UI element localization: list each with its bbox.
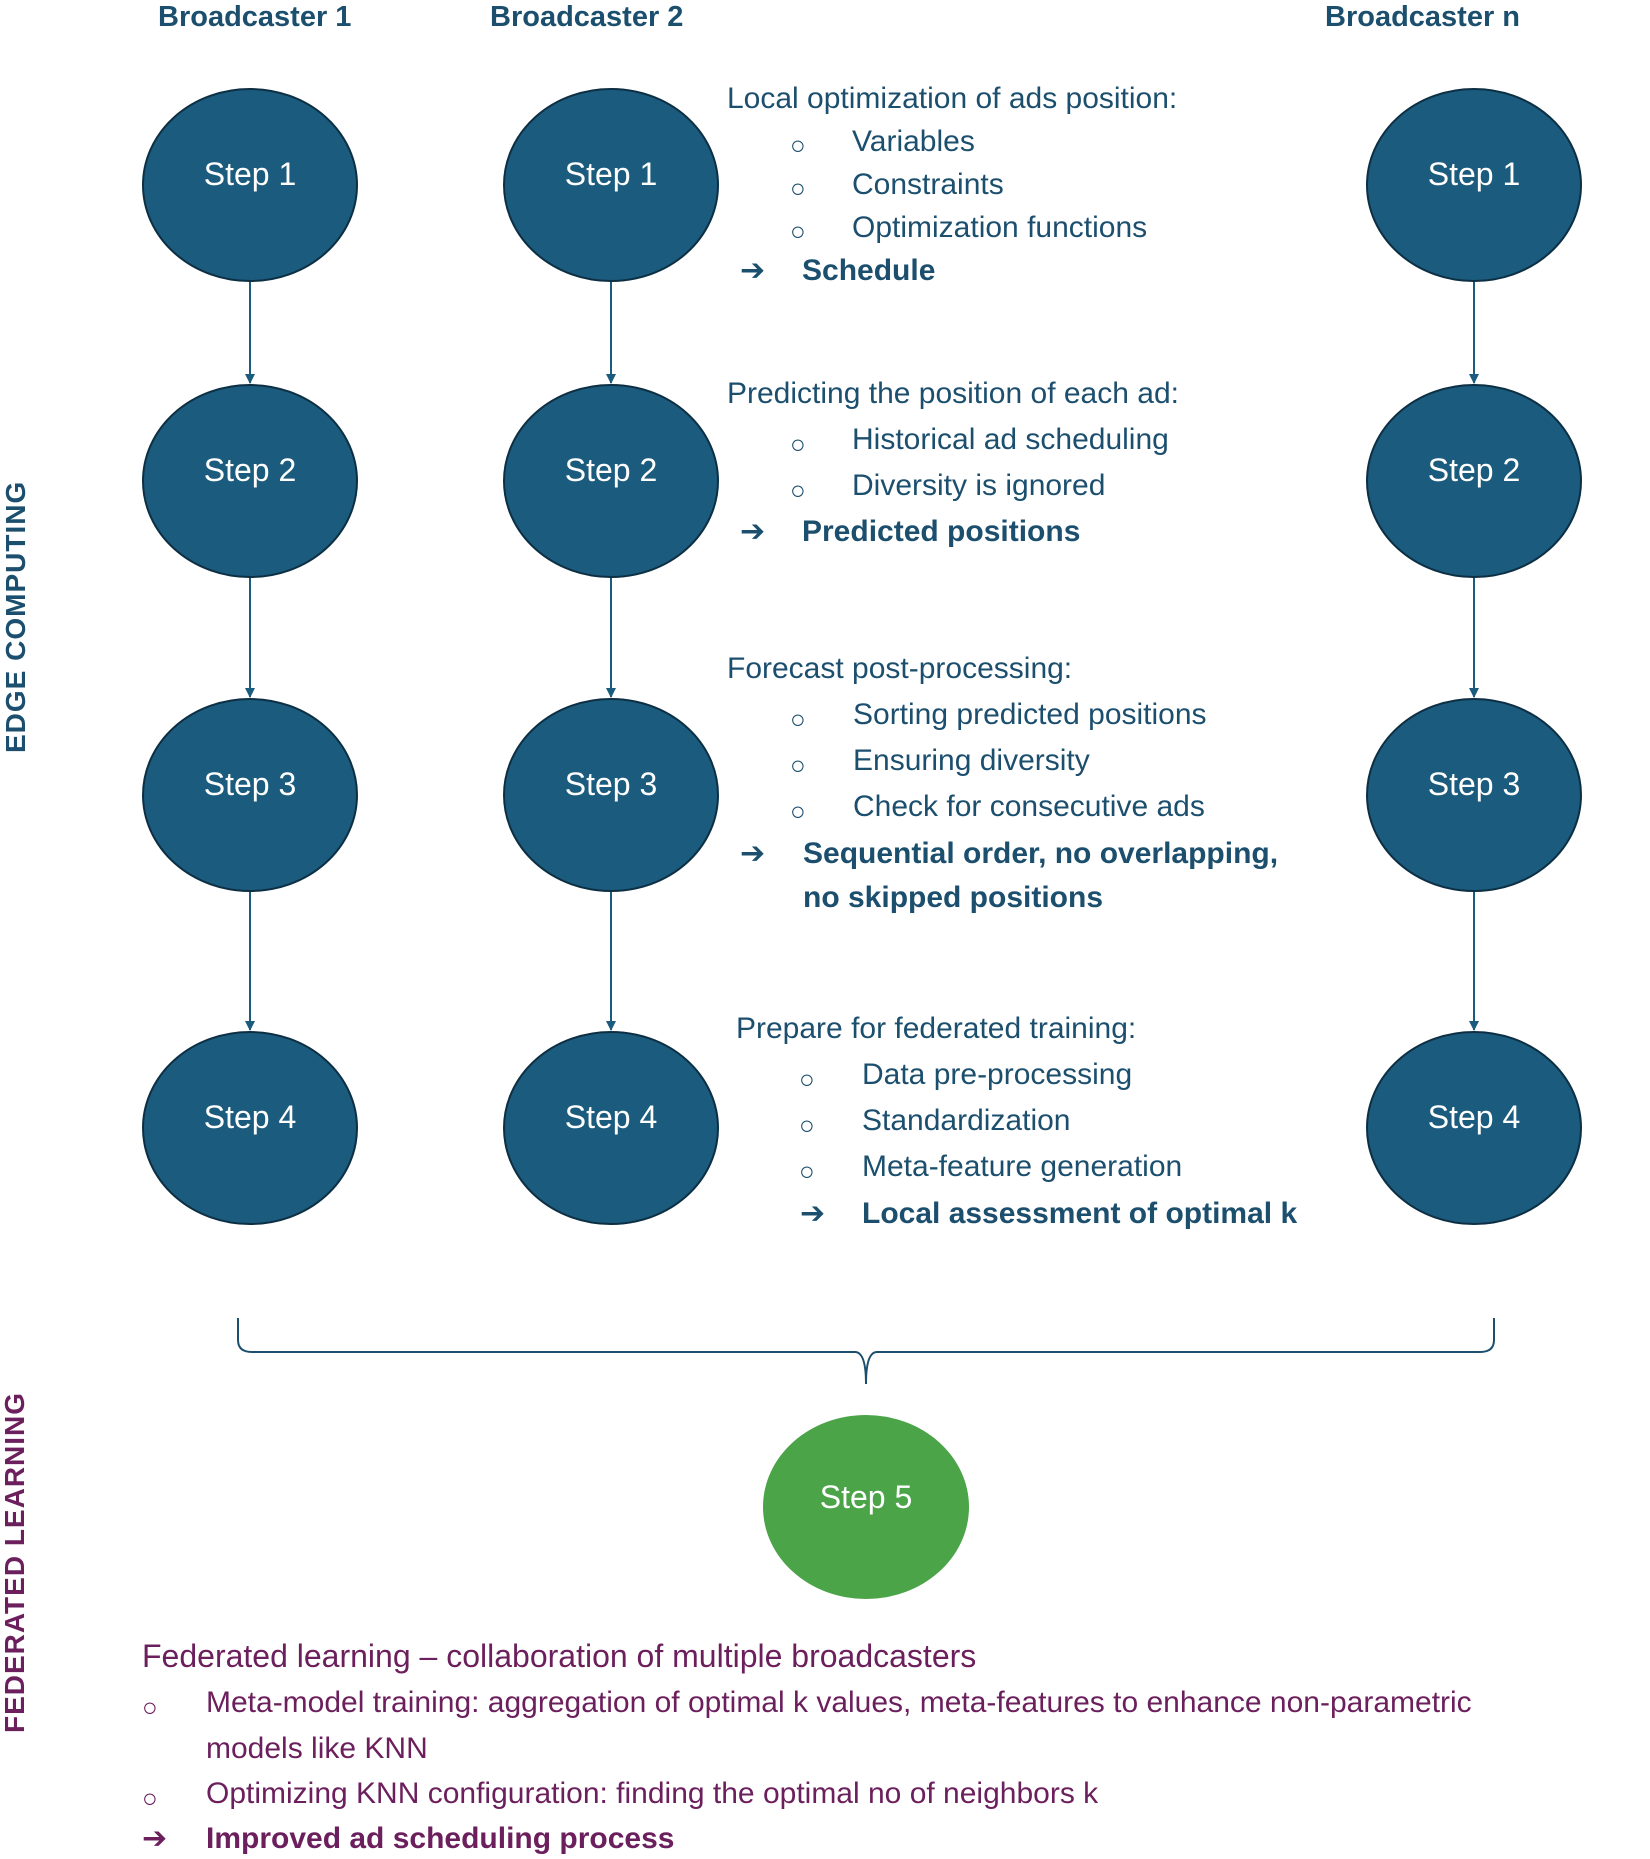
arrow-icon: ➔ — [740, 837, 766, 870]
side-label-edge-computing: EDGE COMPUTING — [0, 480, 31, 753]
block1-item: Variables — [852, 125, 975, 158]
arrow-icon: ➔ — [142, 1822, 168, 1855]
bullet-icon: ○ — [790, 475, 806, 505]
step-node-label: Step 4 — [203, 1099, 297, 1135]
step-node — [503, 1031, 719, 1225]
curly-brace — [237, 1318, 1495, 1385]
federated-item: Optimizing KNN configuration: finding th… — [206, 1777, 1099, 1810]
bullet-icon: ○ — [790, 796, 806, 826]
federated-result: Improved ad scheduling process — [206, 1822, 675, 1855]
connectors — [245, 281, 1479, 1031]
step-node-label: Step 3 — [1427, 766, 1521, 802]
nodes — [142, 88, 1582, 1225]
column-header-broadcaster-n: Broadcaster n — [1325, 1, 1521, 33]
block2-heading: Predicting the position of each ad: — [727, 377, 1179, 410]
block3-item: Sorting predicted positions — [853, 698, 1207, 731]
step-node — [503, 88, 719, 282]
step-node-label: Step 4 — [564, 1099, 658, 1135]
step-node-label: Step 1 — [203, 156, 297, 192]
step-node-label: Step 3 — [203, 766, 297, 802]
block2-item: Historical ad scheduling — [852, 423, 1169, 456]
step-node-label: Step 4 — [1427, 1099, 1521, 1135]
block3-item: Check for consecutive ads — [853, 790, 1205, 823]
step-node — [142, 1031, 358, 1225]
step-node — [1366, 1031, 1582, 1225]
step-node-label: Step 1 — [564, 156, 658, 192]
federated-item: Meta-model training: aggregation of opti… — [206, 1686, 1472, 1719]
step-node — [503, 384, 719, 578]
column-header-broadcaster-2: Broadcaster 2 — [490, 1, 684, 33]
step-node-label: Step 2 — [564, 452, 658, 488]
bullet-icon: ○ — [799, 1064, 815, 1094]
block1-result: Schedule — [802, 254, 936, 287]
block3-result: Sequential order, no overlapping, — [803, 837, 1279, 870]
bullet-icon: ○ — [790, 429, 806, 459]
step-node-label: Step 1 — [1427, 156, 1521, 192]
block3-result: no skipped positions — [803, 881, 1104, 914]
bullet-icon: ○ — [799, 1156, 815, 1186]
bullet-icon: ○ — [790, 130, 806, 160]
step-node — [142, 88, 358, 282]
block4-heading: Prepare for federated training: — [736, 1012, 1137, 1045]
bullet-icon: ○ — [790, 750, 806, 780]
federated-item: models like KNN — [206, 1732, 428, 1765]
arrow-icon: ➔ — [800, 1197, 826, 1230]
block4-item: Standardization — [862, 1104, 1071, 1137]
block2-item: Diversity is ignored — [852, 469, 1106, 502]
step-node — [1366, 698, 1582, 892]
bullet-icon: ○ — [142, 1783, 158, 1813]
step-node-label: Step 3 — [564, 766, 658, 802]
column-header-broadcaster-1: Broadcaster 1 — [158, 1, 352, 33]
arrow-icon: ➔ — [740, 515, 766, 548]
side-label-federated-learning: FEDERATED LEARNING — [0, 1391, 30, 1733]
step-node — [142, 698, 358, 892]
step-node — [142, 384, 358, 578]
block4-item: Data pre-processing — [862, 1058, 1133, 1091]
federated-heading: Federated learning – collaboration of mu… — [142, 1638, 977, 1674]
block3-item: Ensuring diversity — [853, 744, 1090, 777]
bullet-icon: ○ — [790, 216, 806, 246]
block2-result: Predicted positions — [802, 515, 1081, 548]
bullet-icon: ○ — [790, 704, 806, 734]
step-node-label: Step 2 — [203, 452, 297, 488]
step-node — [1366, 384, 1582, 578]
block4-result: Local assessment of optimal k — [862, 1197, 1298, 1230]
block1-heading: Local optimization of ads position: — [727, 82, 1178, 115]
bullet-icon: ○ — [142, 1692, 158, 1722]
step-node — [503, 698, 719, 892]
block4-item: Meta-feature generation — [862, 1150, 1183, 1183]
block1-item: Constraints — [852, 168, 1004, 201]
bullet-icon: ○ — [799, 1110, 815, 1140]
block1-item: Optimization functions — [852, 211, 1148, 244]
step-node — [1366, 88, 1582, 282]
step5-node — [763, 1415, 969, 1599]
arrow-icon: ➔ — [740, 254, 766, 287]
bullet-icon: ○ — [790, 173, 806, 203]
step-node-label: Step 2 — [1427, 452, 1521, 488]
block3-heading: Forecast post-processing: — [727, 652, 1073, 685]
step5-label: Step 5 — [819, 1479, 913, 1515]
